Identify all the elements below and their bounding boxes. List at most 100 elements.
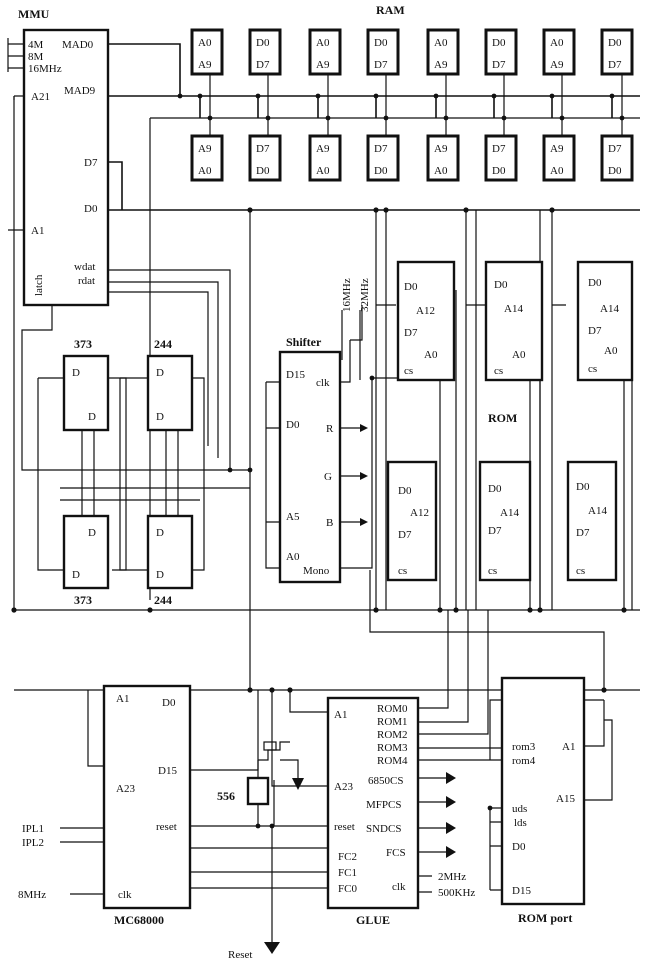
glue-fcs-arrow xyxy=(446,846,456,858)
ram-bottom-chip-5-upper-pin: A9 xyxy=(434,143,448,155)
mmu-pin-8m: 8M xyxy=(28,51,44,63)
cpu-block: A1 A23 D0 D15 reset clk MC68000 IPL1 IPL… xyxy=(18,684,192,927)
rom-port-block: rom3 rom4 uds lds D0 D15 A1 A15 ROM port xyxy=(500,676,586,925)
rom1-pin-a0: A0 xyxy=(424,349,438,361)
reset-label: Reset xyxy=(228,949,252,961)
glue-block: A1 A23 reset FC2 FC1 FC0 clk ROM0 ROM1 R… xyxy=(326,696,475,927)
rom3-pin-a14: A14 xyxy=(600,303,619,315)
romport-pin-uds: uds xyxy=(512,803,527,815)
cpu-input-ipl1: IPL1 xyxy=(22,823,44,835)
romport-pin-rom4: rom4 xyxy=(512,755,536,767)
buffer-244-top-pin-d2: D xyxy=(156,411,164,423)
glue-pin-sndcs: SNDCS xyxy=(366,823,401,835)
mmu-pin-mad9: MAD9 xyxy=(64,85,96,97)
ram-top-chip-8-upper-pin: D0 xyxy=(608,37,622,49)
rom5-pin-a14: A14 xyxy=(500,507,519,519)
rom4-pin-d7: D7 xyxy=(398,529,412,541)
latch-buffer-group: 373 D D 244 D D D D 373 D D 244 xyxy=(62,337,194,607)
rom5-pin-cs: cs xyxy=(488,565,497,577)
shifter-title: Shifter xyxy=(286,335,322,349)
ram-bottom-chip-7-lower-pin: A0 xyxy=(550,165,564,177)
clock-16mhz-label: 16MHz xyxy=(341,278,353,312)
junction-dots xyxy=(11,93,627,829)
shifter-b-arrow xyxy=(360,518,368,526)
cpu-input-8mhz: 8MHz xyxy=(18,889,46,901)
shifter-g-arrow xyxy=(360,472,368,480)
rom6-pin-d0: D0 xyxy=(576,481,590,493)
rom2-pin-d0: D0 xyxy=(494,279,508,291)
ram-top-chip-2-lower-pin: D7 xyxy=(256,59,270,71)
timer-556-label: 556 xyxy=(217,789,235,803)
glue-pin-a23: A23 xyxy=(334,781,353,793)
buffer-244-bottom-pin-d: D xyxy=(156,527,164,539)
ram-bottom-chip-5-lower-pin: A0 xyxy=(434,165,448,177)
glue-output-500khz: 500KHz xyxy=(438,887,475,899)
ram-top-chip-1-lower-pin: A9 xyxy=(198,59,212,71)
shifter-pin-b: B xyxy=(326,517,333,529)
rom1-pin-a12: A12 xyxy=(416,305,435,317)
mmu-pin-mad0: MAD0 xyxy=(62,39,94,51)
ram-top-chip-3-upper-pin: A0 xyxy=(316,37,330,49)
romport-pin-d0: D0 xyxy=(512,841,526,853)
rom5-pin-d0: D0 xyxy=(488,483,502,495)
cpu-pin-d15: D15 xyxy=(158,765,177,777)
shifter-pin-a0: A0 xyxy=(286,551,300,563)
rom-block: ROM D0 A12 D7 A0 cs D0 A14 A0 cs D0 A14 … xyxy=(386,260,634,582)
romport-pin-a1: A1 xyxy=(562,741,575,753)
rom2-pin-a0: A0 xyxy=(512,349,526,361)
rom6-pin-cs: cs xyxy=(576,565,585,577)
glue-pin-rom4: ROM4 xyxy=(377,755,408,767)
latch-373-top-pin-d2: D xyxy=(88,411,96,423)
glue-pin-rom3: ROM3 xyxy=(377,742,408,754)
ram-bottom-chip-4-upper-pin: D7 xyxy=(374,143,388,155)
glue-pin-fc2: FC2 xyxy=(338,851,357,863)
glue-pin-mfpcs: MFPCS xyxy=(366,799,401,811)
rom1-pin-d7: D7 xyxy=(404,327,418,339)
rom3-pin-d0: D0 xyxy=(588,277,602,289)
romport-pin-a15: A15 xyxy=(556,793,575,805)
latch-373-bottom-pin-d: D xyxy=(88,527,96,539)
ram-title: RAM xyxy=(376,3,405,17)
ram-top-chip-5-upper-pin: A0 xyxy=(434,37,448,49)
ram-bottom-chip-3-upper-pin: A9 xyxy=(316,143,330,155)
reset-switch-icon xyxy=(263,741,277,751)
glue-title: GLUE xyxy=(356,913,390,927)
ram-bottom-chip-7-upper-pin: A9 xyxy=(550,143,564,155)
glue-pin-reset: reset xyxy=(334,821,355,833)
cpu-title: MC68000 xyxy=(114,913,164,927)
rom4-pin-d0: D0 xyxy=(398,485,412,497)
cpu-input-ipl2: IPL2 xyxy=(22,837,44,849)
buffer-244-top-label: 244 xyxy=(154,337,172,351)
ram-bottom-chip-4-lower-pin: D0 xyxy=(374,165,388,177)
rom4-pin-cs: cs xyxy=(398,565,407,577)
cpu-pin-a23: A23 xyxy=(116,783,135,795)
ram-top-chip-7-lower-pin: A9 xyxy=(550,59,564,71)
shifter-pin-g: G xyxy=(324,471,332,483)
mmu-pin-latch: latch xyxy=(33,274,45,296)
glue-sndcs-arrow xyxy=(446,822,456,834)
cpu-pin-reset: reset xyxy=(156,821,177,833)
mmu-pin-a21: A21 xyxy=(31,91,50,103)
ram-bottom-chip-1-lower-pin: A0 xyxy=(198,165,212,177)
glue-pin-6850cs: 6850CS xyxy=(368,775,403,787)
ram-top-chip-8-lower-pin: D7 xyxy=(608,59,622,71)
ram-bottom-chip-8-lower-pin: D0 xyxy=(608,165,622,177)
ram-bottom-chip-1-upper-pin: A9 xyxy=(198,143,212,155)
rom2-pin-cs: cs xyxy=(494,365,503,377)
latch-373-top-label: 373 xyxy=(74,337,92,351)
glue-pin-fcs: FCS xyxy=(386,847,406,859)
buffer-244-top-pin-d: D xyxy=(156,367,164,379)
buffer-244-bottom-label: 244 xyxy=(154,593,172,607)
rom6-pin-a14: A14 xyxy=(588,505,607,517)
ram-top-chip-4-upper-pin: D0 xyxy=(374,37,388,49)
rom4-pin-a12: A12 xyxy=(410,507,429,519)
